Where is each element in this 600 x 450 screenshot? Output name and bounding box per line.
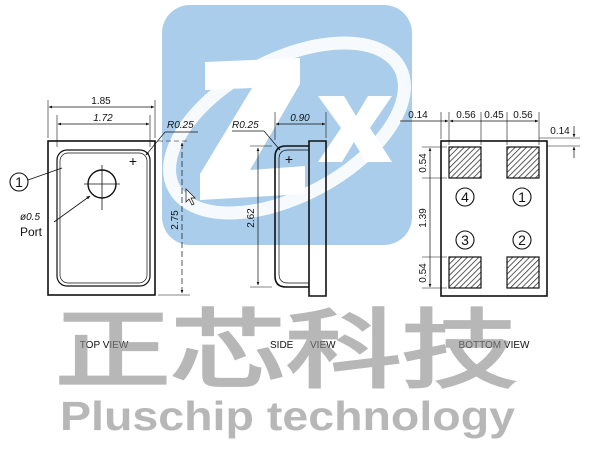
top-view-outline [47, 140, 156, 296]
pad-width-1-dimension: 0.56 [456, 110, 476, 121]
watermark-english: Pluschip technology [60, 393, 515, 439]
side-view: + 0.90 R0.25 2.62 SIDE VIEW [232, 112, 336, 351]
mouse-cursor-icon [185, 188, 196, 206]
top-view-caption: TOP VIEW [80, 340, 129, 351]
inner-width-dimension: 1.72 [93, 113, 113, 124]
top-corner-radius-dimension: R0.25 [167, 120, 194, 131]
top-view-inner-outline [56, 149, 151, 287]
outer-width-dimension: 1.85 [91, 96, 111, 107]
pin-2-label: 2 [518, 232, 526, 248]
edge-left-dimension: 0.14 [408, 110, 428, 121]
pad-height-top-dimension: 0.54 [418, 153, 429, 173]
thickness-dimension: 0.90 [290, 113, 310, 124]
pad-4 [448, 146, 482, 179]
bottom-view-outline [440, 140, 548, 297]
height-dimension: 2.75 [170, 210, 181, 230]
side-height-dimension: 2.62 [246, 208, 257, 228]
watermark-chinese: 正芯科技 [55, 301, 517, 401]
top-view-polarity-mark: + [129, 153, 137, 169]
port-label: Port [20, 225, 43, 239]
pin-3-label: 3 [461, 232, 469, 248]
pin-1-callout-label: 1 [15, 174, 23, 190]
pin-4-label: 4 [461, 189, 469, 205]
pad-spacing-dimension: 1.39 [418, 208, 429, 228]
pad-gap-dimension: 0.45 [484, 110, 504, 121]
edge-right-dimension: 0.14 [550, 126, 570, 137]
side-view-caption-right: VIEW [310, 340, 336, 351]
side-view-polarity-mark: + [285, 151, 293, 167]
pad-1 [506, 146, 540, 179]
top-view: ø0.5 Port 1 + 1.85 1.72 R0.25 2.75 TOP V… [9, 96, 198, 351]
pad-height-bottom-dimension: 0.54 [418, 263, 429, 283]
pin-1-callout-circle [9, 172, 29, 192]
side-view-body [274, 145, 309, 288]
pad-3 [448, 256, 482, 289]
bottom-view: 4 1 3 2 0.14 0.56 0.45 0.56 0.14 0.54 1.… [400, 110, 580, 351]
port-diameter-dimension: ø0.5 [20, 212, 40, 223]
side-corner-radius-dimension: R0.25 [232, 120, 259, 131]
bottom-view-caption: BOTTOM VIEW [459, 340, 530, 351]
side-view-base [308, 140, 327, 297]
pad-width-2-dimension: 0.56 [513, 110, 533, 121]
side-view-caption-left: SIDE [270, 340, 294, 351]
pin-1-label: 1 [518, 189, 526, 205]
pad-2 [506, 256, 540, 289]
